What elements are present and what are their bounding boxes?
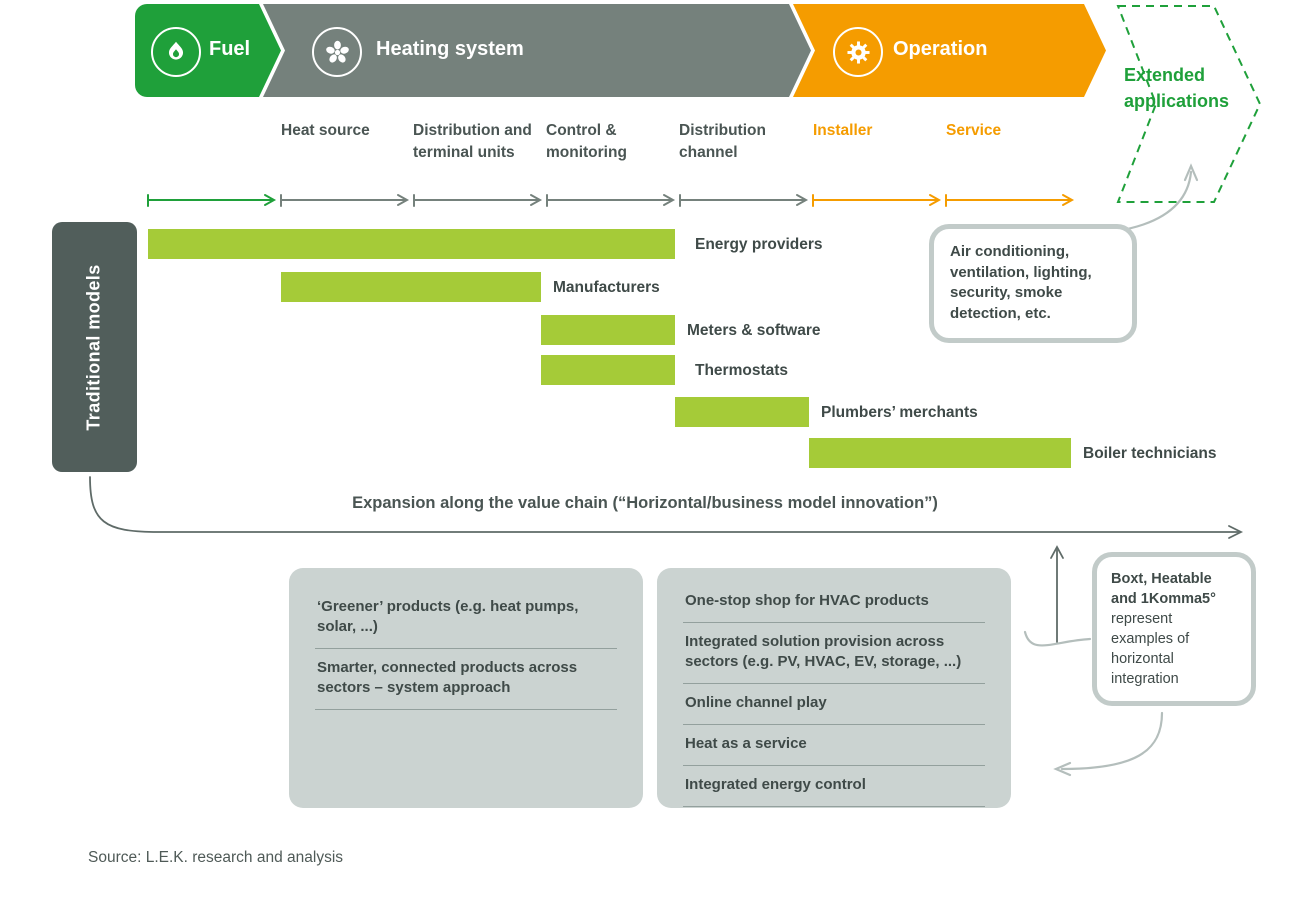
list-item: Online channel play — [683, 684, 985, 725]
bar-manufacturers — [281, 272, 541, 302]
traditional-models-sidebar: Traditional models — [52, 222, 137, 472]
fan-icon — [312, 27, 362, 77]
extended-applications-label: Extended applications — [1124, 65, 1230, 111]
air-conditioning-callout: Air conditioning, ventilation, lighting,… — [929, 224, 1137, 343]
bar-label-energy-providers: Energy providers — [695, 236, 823, 253]
traditional-models-label: Traditional models — [84, 263, 105, 431]
column-heat-source: Heat source — [281, 122, 370, 139]
list-item: Heat as a service — [683, 725, 985, 766]
operation-banner: Operation — [793, 4, 1106, 97]
list-item: Integrated energy control — [683, 766, 985, 807]
list-item: ‘Greener’ products (e.g. heat pumps, sol… — [315, 588, 617, 649]
gear-icon — [833, 27, 883, 77]
heating-banner-label: Heating system — [376, 38, 524, 60]
list-item: Smarter, connected products across secto… — [315, 649, 617, 710]
flame-icon — [151, 27, 201, 77]
air-conditioning-callout-text: Air conditioning, ventilation, lighting,… — [950, 243, 1092, 323]
horizontal-integration-up-arrow — [1050, 545, 1064, 643]
bar-label-plumbers-merchants: Plumbers’ merchants — [821, 404, 978, 421]
axis-arrow-control-monitoring — [546, 194, 676, 207]
expansion-label: Expansion along the value chain (“Horizo… — [352, 494, 938, 512]
boxt-callout-connector — [1023, 630, 1092, 647]
list-item: Integrated solution provision across sec… — [683, 623, 985, 684]
axis-arrow-installer — [812, 194, 942, 207]
bar-label-thermostats: Thermostats — [695, 362, 789, 379]
bar-energy-providers — [148, 229, 675, 259]
axis-arrow-service — [945, 194, 1075, 207]
business-model-box: One-stop shop for HVAC products Integrat… — [657, 568, 1011, 808]
boxt-callout-text: represent examples of horizontal integra… — [1111, 611, 1190, 687]
heating-system-banner: Heating system — [263, 4, 811, 97]
source-note: Source: L.E.K. research and analysis — [88, 849, 344, 866]
column-distribution-terminal: Distribution and terminal units — [413, 122, 532, 161]
column-distribution-channel: Distribution channel — [679, 122, 766, 161]
axis-arrow-distribution-channel — [679, 194, 809, 207]
list-item: One-stop shop for HVAC products — [683, 582, 985, 623]
column-installer: Installer — [813, 122, 873, 139]
bar-meters-software — [541, 315, 675, 345]
boxt-callout-down-arrow — [1053, 711, 1164, 777]
column-control-monitoring: Control & monitoring — [546, 122, 627, 161]
boxt-callout-bold: Boxt, Heatable and 1Komma5° — [1111, 571, 1216, 607]
bar-plumbers-merchants — [675, 397, 809, 427]
bar-label-manufacturers: Manufacturers — [553, 279, 660, 296]
axis-arrow-heat-source — [280, 194, 410, 207]
axis-arrow-distribution-terminal — [413, 194, 543, 207]
bar-thermostats — [541, 355, 675, 385]
bar-label-meters-software: Meters & software — [687, 322, 821, 339]
bar-label-boiler-technicians: Boiler technicians — [1083, 445, 1217, 462]
fuel-banner-label: Fuel — [209, 38, 251, 60]
column-service: Service — [946, 122, 1002, 139]
product-innovation-box: ‘Greener’ products (e.g. heat pumps, sol… — [289, 568, 643, 808]
bar-boiler-technicians — [809, 438, 1071, 468]
fuel-banner: Fuel — [135, 4, 281, 97]
boxt-heatable-callout: Boxt, Heatable and 1Komma5° represent ex… — [1092, 552, 1256, 706]
operation-banner-label: Operation — [893, 38, 988, 60]
axis-arrow-fuel — [147, 194, 277, 207]
